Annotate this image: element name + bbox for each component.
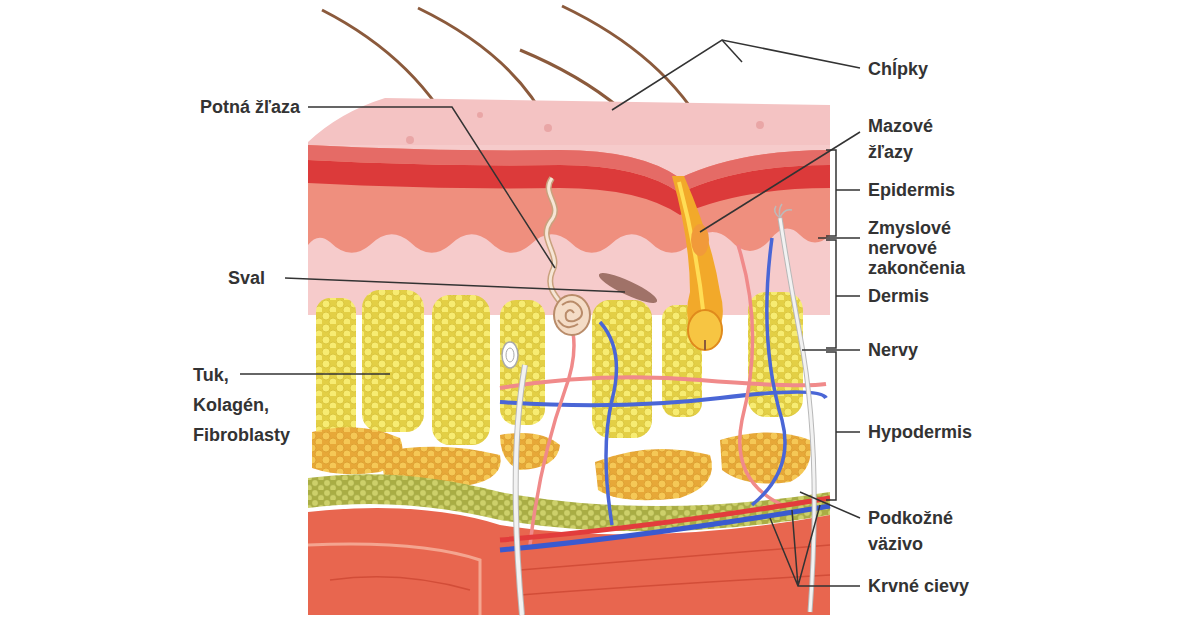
- part-label: Sval: [228, 266, 265, 290]
- nerve-ending: [775, 204, 792, 218]
- part-label: Potná žľaza: [200, 95, 300, 119]
- fat-lobule: [720, 433, 811, 484]
- sweat-gland: [547, 178, 568, 312]
- epidermis-band: [308, 145, 830, 193]
- fat-lobule: [316, 298, 356, 448]
- arrector-muscle: [596, 268, 660, 308]
- fat-lobule: [362, 290, 424, 432]
- fat-lobule: [500, 300, 545, 425]
- muscle-layer: [308, 508, 830, 615]
- part-label: Tuk, Kolagén, Fibroblasty: [193, 360, 290, 450]
- part-label: Mazové žľazy: [868, 113, 933, 165]
- fat-lobule: [595, 449, 712, 500]
- part-label: Zmyslové nervové zakončenia: [868, 218, 965, 278]
- nerve-corpuscle: [502, 342, 518, 368]
- fat-lobule: [432, 295, 490, 445]
- fat-lobule: [592, 300, 652, 438]
- nerve: [516, 365, 525, 615]
- blood-vessel: [500, 498, 830, 540]
- part-label: Nervy: [868, 338, 918, 362]
- part-label: Hypodermis: [868, 420, 972, 444]
- part-label: Krvné cievy: [868, 574, 969, 598]
- part-label: Dermis: [868, 284, 929, 308]
- part-label: Podkožné väzivo: [868, 505, 953, 557]
- part-label: Epidermis: [868, 178, 955, 202]
- blood-vessel: [752, 238, 785, 505]
- leader-lines: [240, 40, 860, 586]
- blood-vessel: [500, 377, 826, 388]
- blood-vessel: [600, 322, 616, 525]
- blood-vessel: [530, 320, 574, 545]
- part-label: Chĺpky: [868, 57, 928, 81]
- blood-vessel: [738, 245, 782, 505]
